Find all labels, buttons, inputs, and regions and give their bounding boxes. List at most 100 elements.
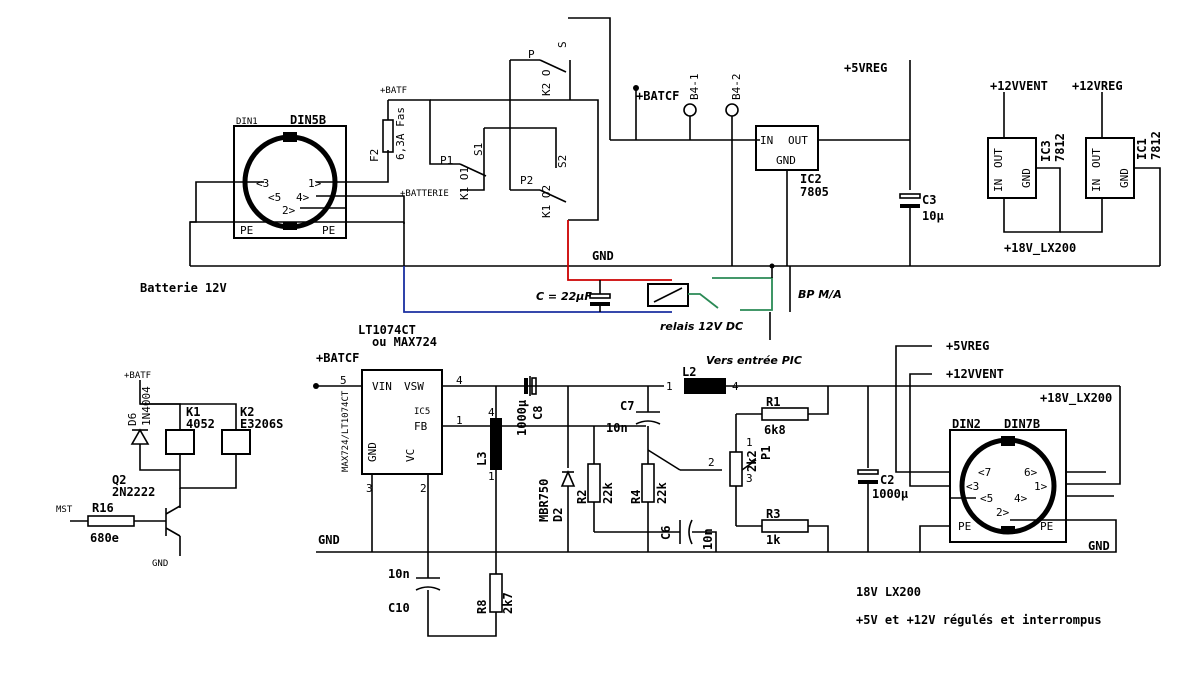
din5b-label: DIN5B bbox=[290, 113, 326, 127]
bp-label: BP M/A bbox=[798, 288, 842, 301]
pin5-label: 5 bbox=[340, 374, 347, 387]
p2-label: P2 bbox=[520, 174, 533, 187]
gnd-top-label: GND bbox=[592, 249, 614, 263]
din2-pe-right: PE bbox=[1040, 520, 1053, 533]
c3-name: C3 bbox=[922, 193, 936, 207]
batcf-label: +BATCF bbox=[636, 89, 679, 103]
ic2-name: IC2 bbox=[800, 172, 822, 186]
r3-label: R3 bbox=[766, 507, 780, 521]
p1-pin1: 1 bbox=[746, 436, 753, 449]
ic2-gnd-label: GND bbox=[776, 154, 796, 167]
lt-name: LT1074CT bbox=[358, 323, 416, 337]
l2-label: L2 bbox=[682, 365, 696, 379]
din1-pin4: 4> bbox=[296, 191, 310, 204]
k2-o-label: K2 O bbox=[540, 70, 553, 97]
batf-top-label: +BATF bbox=[380, 86, 407, 96]
din2-wiring bbox=[895, 345, 1121, 553]
note-18v: 18V LX200 bbox=[856, 585, 921, 599]
c3-value: 10µ bbox=[922, 209, 944, 223]
din2-pin2: 2> bbox=[996, 506, 1010, 519]
c8-label: C8 bbox=[531, 406, 545, 420]
din2-pin6: 6> bbox=[1024, 466, 1038, 479]
batcf-left-label: +BATCF bbox=[316, 351, 359, 365]
batcf-terminals bbox=[633, 85, 739, 266]
din1-pe-left: PE bbox=[240, 224, 253, 237]
ic1-in: IN bbox=[1090, 179, 1103, 192]
r2-value: 22k bbox=[601, 482, 615, 504]
mst-label: MST bbox=[56, 505, 73, 515]
r1-value: 6k8 bbox=[764, 423, 786, 437]
din2-pin4: 4> bbox=[1014, 492, 1028, 505]
ic2-in-label: IN bbox=[760, 134, 773, 147]
r16-label: R16 bbox=[92, 501, 114, 515]
ic5-label: IC5 bbox=[414, 407, 430, 417]
v12vent-label: +12VVENT bbox=[990, 79, 1048, 93]
k1-relay-name: K1 bbox=[186, 405, 200, 419]
pin4-vsw: 4 bbox=[456, 374, 463, 387]
vc-label: VC bbox=[404, 449, 417, 462]
gnd-right-label: GND bbox=[1088, 539, 1110, 553]
relay-switches bbox=[403, 17, 760, 313]
fb-label: FB bbox=[414, 420, 428, 433]
v12vent-out-label: +12VVENT bbox=[946, 367, 1004, 381]
s2-label: S2 bbox=[556, 155, 569, 168]
gnd-left-label: GND bbox=[152, 559, 168, 569]
p1-pot-label: P1 bbox=[759, 446, 773, 460]
p-k2-label: P bbox=[528, 48, 535, 61]
pin2-ic: 2 bbox=[420, 482, 427, 495]
din1-pin3: <3 bbox=[256, 177, 269, 190]
din2-pin1: 1> bbox=[1034, 480, 1048, 493]
ic3-type: 7812 bbox=[1053, 133, 1067, 162]
din1-pin5: <5 bbox=[268, 191, 281, 204]
ic3-gnd: GND bbox=[1020, 168, 1033, 188]
v18-out-label: +18V_LX200 bbox=[1040, 391, 1112, 406]
c7-value: 10n bbox=[606, 421, 628, 435]
v5reg-out-label: +5VREG bbox=[946, 339, 989, 353]
c6-value: 10n bbox=[701, 528, 715, 550]
din7b-label: DIN7B bbox=[1004, 417, 1040, 431]
s1-label: S1 bbox=[472, 143, 485, 156]
l2-pin1: 1 bbox=[666, 380, 673, 393]
c2-value: 1000µ bbox=[872, 487, 908, 501]
batterie-label: Batterie 12V bbox=[140, 281, 227, 295]
din2-pin7: <7 bbox=[978, 466, 991, 479]
c2-label: C2 bbox=[880, 473, 894, 487]
k2-relay-type: E3206S bbox=[240, 417, 283, 431]
c10-value: 10n bbox=[388, 567, 410, 581]
k1-relay-type: 4052 bbox=[186, 417, 215, 431]
p1-pin3: 3 bbox=[746, 472, 753, 485]
c7-label: C7 bbox=[620, 399, 634, 413]
k2-relay-name: K2 bbox=[240, 405, 254, 419]
ic1-gnd: GND bbox=[1118, 168, 1131, 188]
v5reg-top-label: +5VREG bbox=[844, 61, 887, 75]
relay-driver bbox=[70, 380, 251, 556]
l3-pin1: 1 bbox=[488, 470, 495, 483]
d2-label: D2 bbox=[551, 508, 565, 522]
gnd-ic-label: GND bbox=[366, 442, 379, 462]
ic2-type: 7805 bbox=[800, 185, 829, 199]
din2-pin5: <5 bbox=[980, 492, 993, 505]
s-k2-label: S bbox=[556, 41, 569, 48]
b4-2-label: B4-2 bbox=[730, 74, 743, 101]
q2-label: Q2 bbox=[112, 473, 126, 487]
ic3-out: OUT bbox=[992, 148, 1005, 168]
r8-label: R8 bbox=[475, 600, 489, 614]
d2-type: MBR750 bbox=[537, 479, 551, 522]
p1-pin2: 2 bbox=[708, 456, 715, 469]
fuse-value: 6,3A Fas bbox=[394, 107, 407, 160]
r2-label: R2 bbox=[575, 490, 589, 504]
fuse-f2 bbox=[382, 99, 460, 165]
v12reg-label: +12VREG bbox=[1072, 79, 1123, 93]
r16-value: 680e bbox=[90, 531, 119, 545]
pin3-ic: 3 bbox=[366, 482, 373, 495]
c6-label: C6 bbox=[659, 526, 673, 540]
ic1-out: OUT bbox=[1090, 148, 1103, 168]
k1-o2-label: K1 O2 bbox=[540, 185, 553, 218]
din2-pin3: <3 bbox=[966, 480, 979, 493]
note-regules: +5V et +12V régulés et interrompus bbox=[856, 613, 1102, 627]
din1-pin1: 1> bbox=[308, 177, 322, 190]
vers-pic-label: Vers entrée PIC bbox=[706, 354, 802, 367]
ic1-type: 7812 bbox=[1149, 131, 1163, 160]
lt-alt: ou MAX724 bbox=[372, 335, 437, 349]
